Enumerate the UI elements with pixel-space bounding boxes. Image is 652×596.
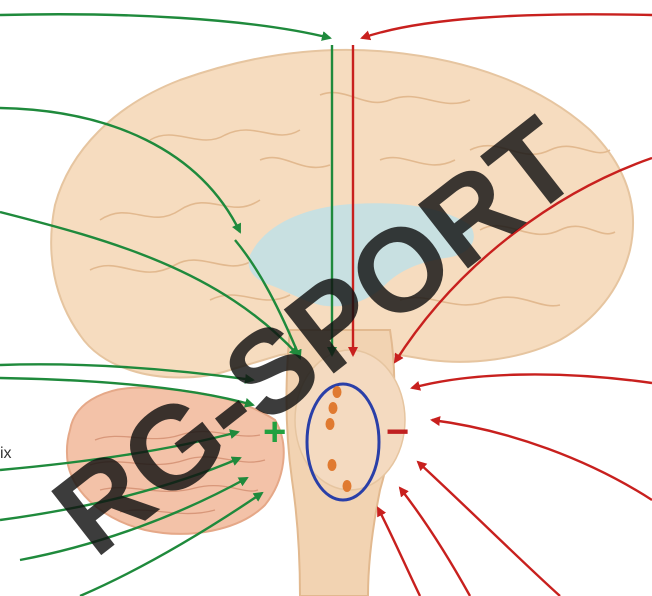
red-arrow-5 [400, 488, 470, 596]
red-arrow-2 [412, 374, 652, 388]
inhibitory-minus-sign: − [386, 412, 409, 452]
nucleus-dot [343, 480, 352, 492]
nucleus-dot [333, 386, 342, 398]
nucleus-dot [328, 459, 337, 471]
partial-label: ix [0, 445, 12, 463]
red-arrow-6 [378, 508, 420, 596]
nucleus-dot [329, 402, 338, 414]
red-arrow-top [362, 14, 652, 38]
red-arrow-3 [432, 420, 652, 500]
nucleus-dot [326, 418, 335, 430]
green-arrow-top [0, 14, 330, 38]
red-arrow-4 [418, 462, 560, 596]
excitatory-plus-sign: + [263, 412, 286, 452]
